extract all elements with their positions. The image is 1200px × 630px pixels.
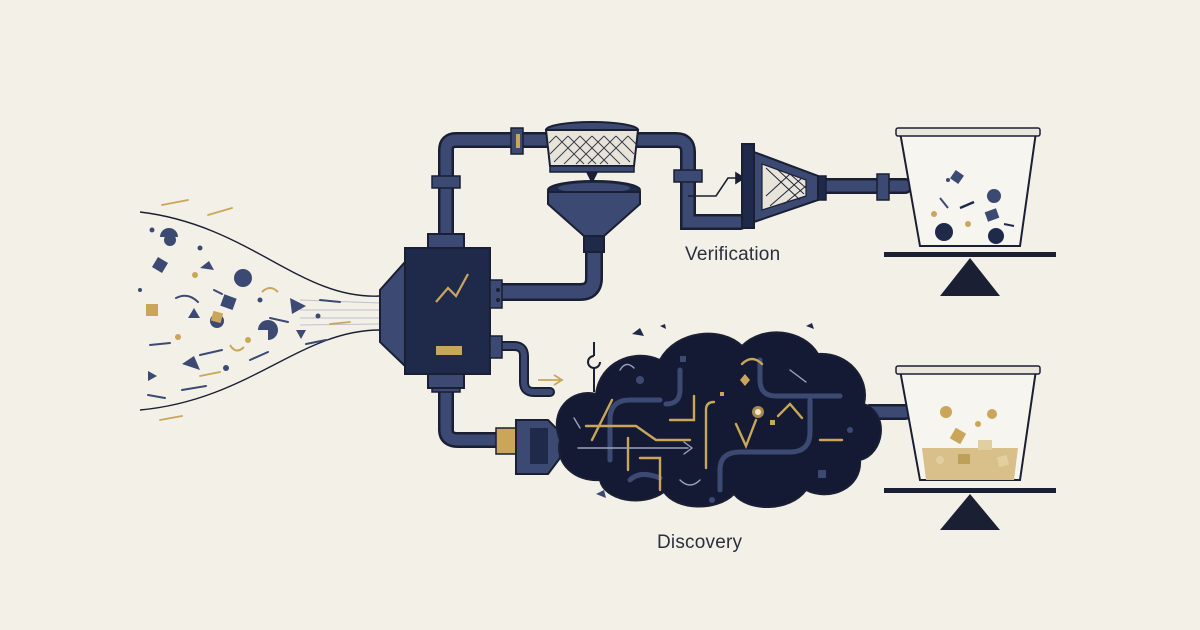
cloud-tangle-icon: [538, 323, 882, 508]
cup-icon: [895, 365, 1041, 481]
scattered-input-icon: [138, 199, 351, 421]
flow-arrow-icon: [688, 171, 746, 197]
verification-label: Verification: [685, 244, 781, 265]
filter-cone-icon: [741, 143, 827, 229]
sieve-icon: [544, 121, 640, 184]
cup-icon: [895, 127, 1041, 247]
funnel-icon: [547, 180, 641, 253]
inlet-pump-icon: [495, 419, 561, 475]
scale-icon: [884, 488, 1056, 530]
hook-icon: [587, 342, 601, 392]
scale-icon: [884, 252, 1056, 296]
input-stream: [139, 211, 381, 411]
processing-box-icon: [379, 233, 503, 389]
pipe-network: [438, 132, 913, 448]
discovery-label: Discovery: [657, 532, 743, 553]
